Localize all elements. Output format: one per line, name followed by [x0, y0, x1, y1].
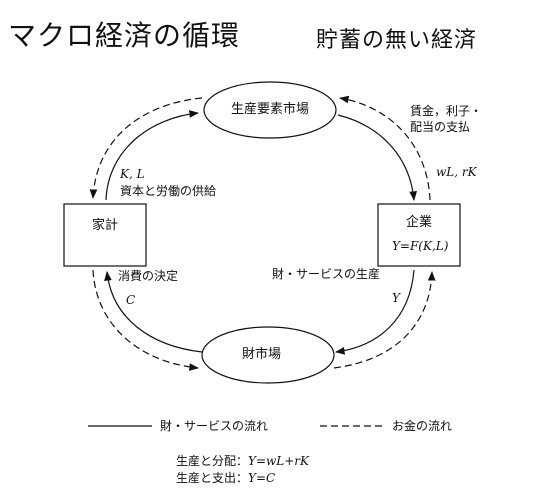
goods-market-node — [201, 326, 335, 384]
identity-production-distribution: 生産と分配：Y=wL+rK — [176, 452, 309, 468]
arrow-firm-payments — [339, 95, 431, 201]
production-label: 財・サービスの生産 — [272, 267, 381, 281]
consumption-label: 消費の決定 — [118, 269, 179, 283]
firm-node — [377, 203, 461, 267]
firm-production-function: Y=F(K,L) — [392, 239, 449, 253]
identity-label: 生産と支出： — [176, 471, 249, 485]
production-symbol: Y — [392, 291, 400, 305]
arrow-consumption-money — [92, 269, 199, 371]
goods-market-label: 財市場 — [242, 347, 282, 362]
slide-subtitle: 貯蓄の無い経済 — [316, 28, 478, 53]
slide-title: マクロ経済の循環 — [8, 19, 241, 52]
factor-supply-label: 資本と労働の供給 — [120, 184, 217, 198]
payments-label-line1: 賃金，利子・ — [410, 104, 483, 118]
arrow-factor-to-firm — [337, 114, 417, 201]
firm-label: 企業 — [406, 215, 433, 230]
arrow-sales-money — [333, 271, 436, 369]
identity-equation: Y=C — [248, 471, 276, 485]
household-node — [63, 203, 147, 267]
identity-production-expenditure: 生産と支出：Y=C — [176, 469, 275, 485]
legend-money-flow: お金の流れ — [392, 419, 453, 433]
factor-market-node — [203, 81, 337, 139]
factor-market-label: 生産要素市場 — [231, 102, 310, 117]
arrow-production — [335, 269, 415, 355]
payments-symbol: wL, rK — [436, 165, 477, 179]
consumption-symbol: C — [126, 293, 136, 307]
legend-goods-flow: 財・サービスの流れ — [160, 419, 269, 433]
arrow-factor-money — [89, 97, 203, 199]
arrow-goods-to-household — [104, 271, 203, 353]
identity-label: 生産と分配： — [176, 454, 249, 468]
payments-label-line2: 配当の支払 — [410, 120, 471, 134]
factor-supply-symbol: K, L — [120, 167, 145, 181]
household-label: 家計 — [92, 218, 119, 233]
identity-equation: Y=wL+rK — [248, 454, 309, 468]
arrow-factor-supply — [105, 110, 199, 201]
